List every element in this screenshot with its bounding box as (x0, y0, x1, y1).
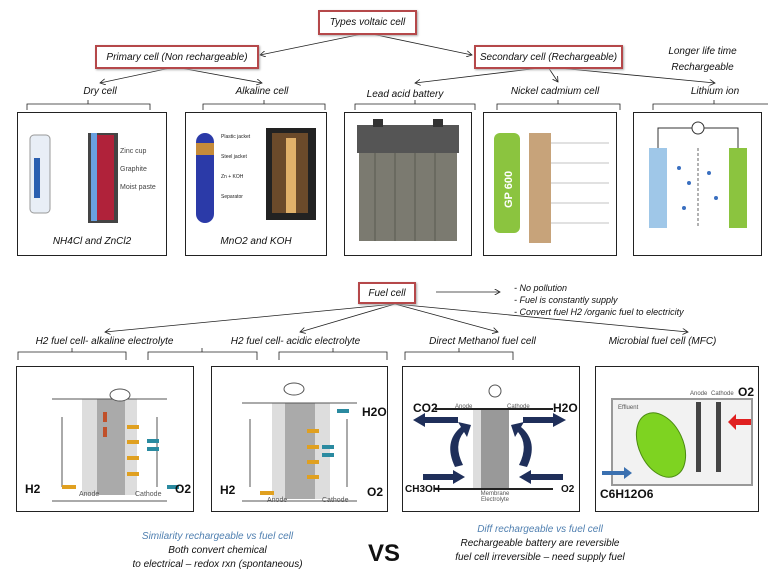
primary-cell-box: Primary cell (Non rechargeable) (95, 45, 259, 69)
microbial-fuel-cell-label: Microbial fuel cell (MFC) (608, 336, 717, 347)
similarity-line: to electrical – redox rxn (spontaneous) (132, 559, 303, 570)
dry-cell-image: Zinc cup Graphite Moist paste NH4Cl and … (17, 112, 167, 256)
difference-title: Diff rechargeable vs fuel cell (477, 524, 603, 535)
fuel-note: - Fuel is constantly supply (514, 295, 618, 305)
cathode-label: Cathode (507, 404, 530, 410)
secondary-note: Longer life time Rechargeable (655, 44, 750, 76)
fuel-cell-label: Fuel cell (368, 287, 406, 299)
types-voltaic-cell-box: Types voltaic cell (318, 10, 417, 35)
methanol-fuel-cell-image: CO2 H2O CH3OH O2 Anode Cathode Membrane … (402, 366, 580, 512)
lead-acid-image (344, 112, 472, 256)
o2-label: O2 (738, 385, 755, 399)
note-line: Longer life time (668, 46, 737, 57)
secondary-cell-box: Secondary cell (Rechargeable) (474, 45, 623, 69)
alkaline-fuel-cell-label: H2 fuel cell- alkaline electrolyte (35, 336, 174, 347)
svg-text:Steel jacket: Steel jacket (221, 154, 247, 160)
svg-text:Separator: Separator (221, 194, 243, 200)
fuel-cell-box: Fuel cell (358, 282, 416, 304)
svg-text:Zinc cup: Zinc cup (120, 148, 147, 155)
dry-cell-label: Dry cell (83, 86, 117, 97)
o2-label: O2 (175, 482, 192, 496)
root-label: Types voltaic cell (329, 17, 406, 28)
nickel-cadmium-label: Nickel cadmium cell (510, 86, 600, 97)
lithium-ion-illustration (649, 121, 747, 228)
h2o-label: H2O (362, 405, 387, 419)
cathode-label: Cathode (322, 497, 349, 504)
svg-text:Zn + KOH: Zn + KOH (221, 174, 244, 180)
difference-text: Diff rechargeable vs fuel cell Rechargea… (430, 523, 650, 565)
difference-line: fuel cell irreversible – need supply fue… (455, 552, 625, 563)
co2-label: CO2 (413, 401, 438, 415)
alkaline-cell-label: Alkaline cell (235, 86, 289, 97)
secondary-label: Secondary cell (Rechargeable) (479, 51, 618, 63)
alkaline-fuel-cell-illustration (52, 388, 179, 502)
alkaline-cell-caption: MnO2 and KOH (220, 236, 292, 247)
fuel-note: - Convert fuel H2 /organic fuel to elect… (514, 307, 684, 317)
svg-text:GP 600: GP 600 (503, 171, 515, 208)
h2-label: H2 (220, 483, 236, 497)
nickel-cadmium-illustration: GP 600 (494, 133, 609, 243)
fuel-note: - No pollution (514, 283, 568, 293)
glucose-label: C6H12O6 (600, 487, 654, 501)
microbial-fuel-cell-illustration (602, 398, 753, 486)
vs-label: VS (368, 540, 401, 567)
alkaline-cell-illustration: Plastic jacket Steel jacket Zn + KOH Sep… (196, 128, 316, 223)
difference-line: Rechargeable battery are reversible (460, 538, 620, 549)
fuel-cell-notes: - No pollution - Fuel is constantly supp… (514, 282, 684, 318)
primary-label: Primary cell (Non rechargeable) (106, 51, 248, 63)
methanol-fuel-cell-illustration (413, 384, 566, 490)
cathode-label: Cathode (135, 491, 162, 498)
svg-text:Moist paste: Moist paste (120, 184, 156, 191)
ch3oh-label: CH3OH (405, 484, 441, 495)
o2-label: O2 (367, 485, 384, 499)
dry-cell-illustration: Zinc cup Graphite Moist paste (29, 133, 156, 223)
note-line: Rechargeable (671, 62, 734, 73)
dry-cell-caption: NH4Cl and ZnCl2 (52, 236, 132, 247)
similarity-text: Similarity rechargeable vs fuel cell Bot… (110, 530, 325, 572)
acidic-fuel-cell-illustration (242, 382, 357, 502)
effluent-label: Effluent (618, 405, 639, 411)
cathode-label: Cathode (711, 391, 734, 397)
o2-label: O2 (561, 484, 575, 495)
acidic-fuel-cell-label: H2 fuel cell- acidic electrolyte (230, 336, 361, 347)
lead-acid-label: Lead acid battery (366, 89, 444, 100)
membrane-label: Membrane Electrolyte (480, 491, 510, 503)
h2-label: H2 (25, 482, 41, 496)
alkaline-cell-image: Plastic jacket Steel jacket Zn + KOH Sep… (185, 112, 327, 256)
similarity-line: Both convert chemical (168, 545, 267, 556)
anode-label: Anode (455, 404, 473, 410)
alkaline-fuel-cell-image: H2 O2 Anode Cathode (16, 366, 194, 512)
nickel-cadmium-image: GP 600 (483, 112, 617, 256)
anode-label: Anode (690, 391, 708, 397)
svg-text:Plastic jacket: Plastic jacket (221, 134, 251, 140)
methanol-fuel-cell-label: Direct Methanol fuel cell (429, 336, 536, 347)
anode-label: Anode (79, 491, 100, 498)
anode-label: Anode (267, 497, 288, 504)
lead-acid-illustration (357, 119, 459, 241)
microbial-fuel-cell-image: O2 C6H12O6 Anode Cathode Effluent (595, 366, 759, 512)
lithium-ion-image (633, 112, 762, 256)
svg-text:Graphite: Graphite (120, 166, 147, 173)
acidic-fuel-cell-image: H2 O2 H2O Anode Cathode (211, 366, 388, 512)
similarity-title: Similarity rechargeable vs fuel cell (141, 531, 294, 542)
lithium-ion-label: Lithium ion (690, 86, 740, 97)
h2o-label: H2O (553, 401, 578, 415)
